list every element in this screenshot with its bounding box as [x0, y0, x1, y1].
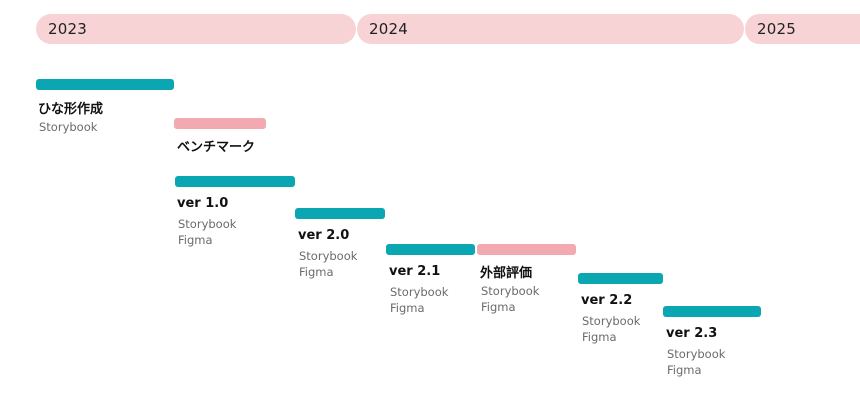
task-bar-ver-1-0 — [175, 176, 295, 187]
task-title-ver-2-1: ver 2.1 — [389, 264, 441, 279]
task-bar-benchmark — [174, 118, 266, 129]
task-title-benchmark: ベンチマーク — [177, 140, 256, 155]
task-title-template: ひな形作成 — [38, 102, 104, 117]
task-tool-figma: Figma — [481, 300, 516, 314]
task-title-ver-1-0: ver 1.0 — [177, 196, 229, 211]
task-tool-storybook: Storybook — [178, 217, 237, 231]
task-title-ver-2-0: ver 2.0 — [298, 228, 350, 243]
task-bar-ver-2-3 — [663, 306, 761, 317]
task-tool-figma: Figma — [667, 363, 702, 377]
task-tool-figma: Figma — [582, 330, 617, 344]
task-bar-ver-2-2 — [578, 273, 663, 284]
task-tool-figma: Figma — [390, 301, 425, 315]
task-bar-ver-2-1 — [386, 244, 475, 255]
task-title-ver-2-2: ver 2.2 — [581, 293, 633, 308]
year-label-2025: 2025 — [744, 14, 860, 44]
year-timeline-header: 2023 2024 2025 — [0, 14, 860, 44]
year-label-2023: 2023 — [36, 14, 356, 44]
task-title-external-review: 外部評価 — [480, 266, 533, 281]
task-tool-figma: Figma — [299, 265, 334, 279]
task-tool-storybook: Storybook — [667, 347, 726, 361]
task-title-ver-2-3: ver 2.3 — [666, 326, 718, 341]
task-tool-storybook: Storybook — [39, 120, 98, 134]
task-bar-template — [36, 79, 174, 90]
task-tool-storybook: Storybook — [299, 249, 358, 263]
task-bar-external-review — [477, 244, 576, 255]
year-label-2024: 2024 — [356, 14, 744, 44]
task-tool-storybook: Storybook — [582, 314, 641, 328]
task-tool-storybook: Storybook — [481, 284, 540, 298]
task-tool-figma: Figma — [178, 233, 213, 247]
task-tool-storybook: Storybook — [390, 285, 449, 299]
task-bar-ver-2-0 — [295, 208, 385, 219]
